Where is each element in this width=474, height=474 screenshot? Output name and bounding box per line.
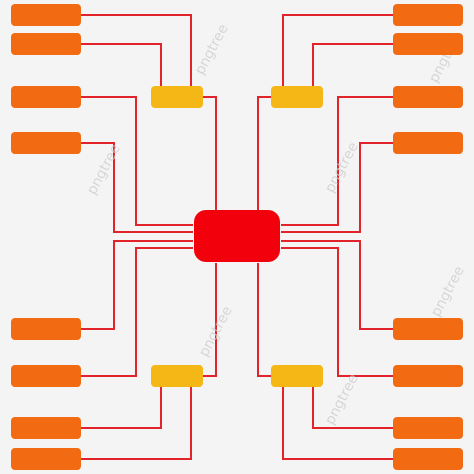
hub-box-bottom-right [271,365,323,387]
connector-right-4 [281,247,393,377]
leaf-box-right-5 [393,318,463,340]
leaf-box-left-4 [11,132,81,154]
leaf-box-right-2 [393,33,463,55]
leaf-box-left-2 [11,33,81,55]
connector-tr-1 [282,14,393,88]
hub-box-top-left [151,86,203,108]
hub-box-bottom-left [151,365,203,387]
leaf-box-right-8 [393,448,463,470]
leaf-box-left-8 [11,448,81,470]
leaf-box-right-3 [393,86,463,108]
leaf-box-right-6 [393,365,463,387]
connector-hub-br [257,263,271,377]
leaf-box-left-7 [11,417,81,439]
connector-tl-2 [81,43,162,88]
leaf-box-left-5 [11,318,81,340]
connector-tr-2 [312,43,393,88]
leaf-box-right-7 [393,417,463,439]
connector-right-3 [281,240,393,330]
leaf-box-right-1 [393,4,463,26]
connector-left-1 [81,96,193,226]
hub-box-top-right [271,86,323,108]
connector-left-4 [81,247,193,377]
leaf-box-left-3 [11,86,81,108]
leaf-box-left-6 [11,365,81,387]
connector-hub-tl [203,96,217,211]
connector-right-2 [281,142,393,233]
leaf-box-right-4 [393,132,463,154]
connector-left-2 [81,142,193,233]
connector-hub-bl [203,263,217,377]
connector-bl-2 [81,384,192,460]
connector-hub-tr [257,96,271,211]
connector-bl-1 [81,384,162,429]
center-box [194,210,280,262]
leaf-box-left-1 [11,4,81,26]
connector-left-3 [81,240,193,330]
connector-br-1 [312,384,393,429]
connector-tl-1 [81,14,192,88]
connector-br-2 [282,384,393,460]
connector-right-1 [281,96,393,226]
